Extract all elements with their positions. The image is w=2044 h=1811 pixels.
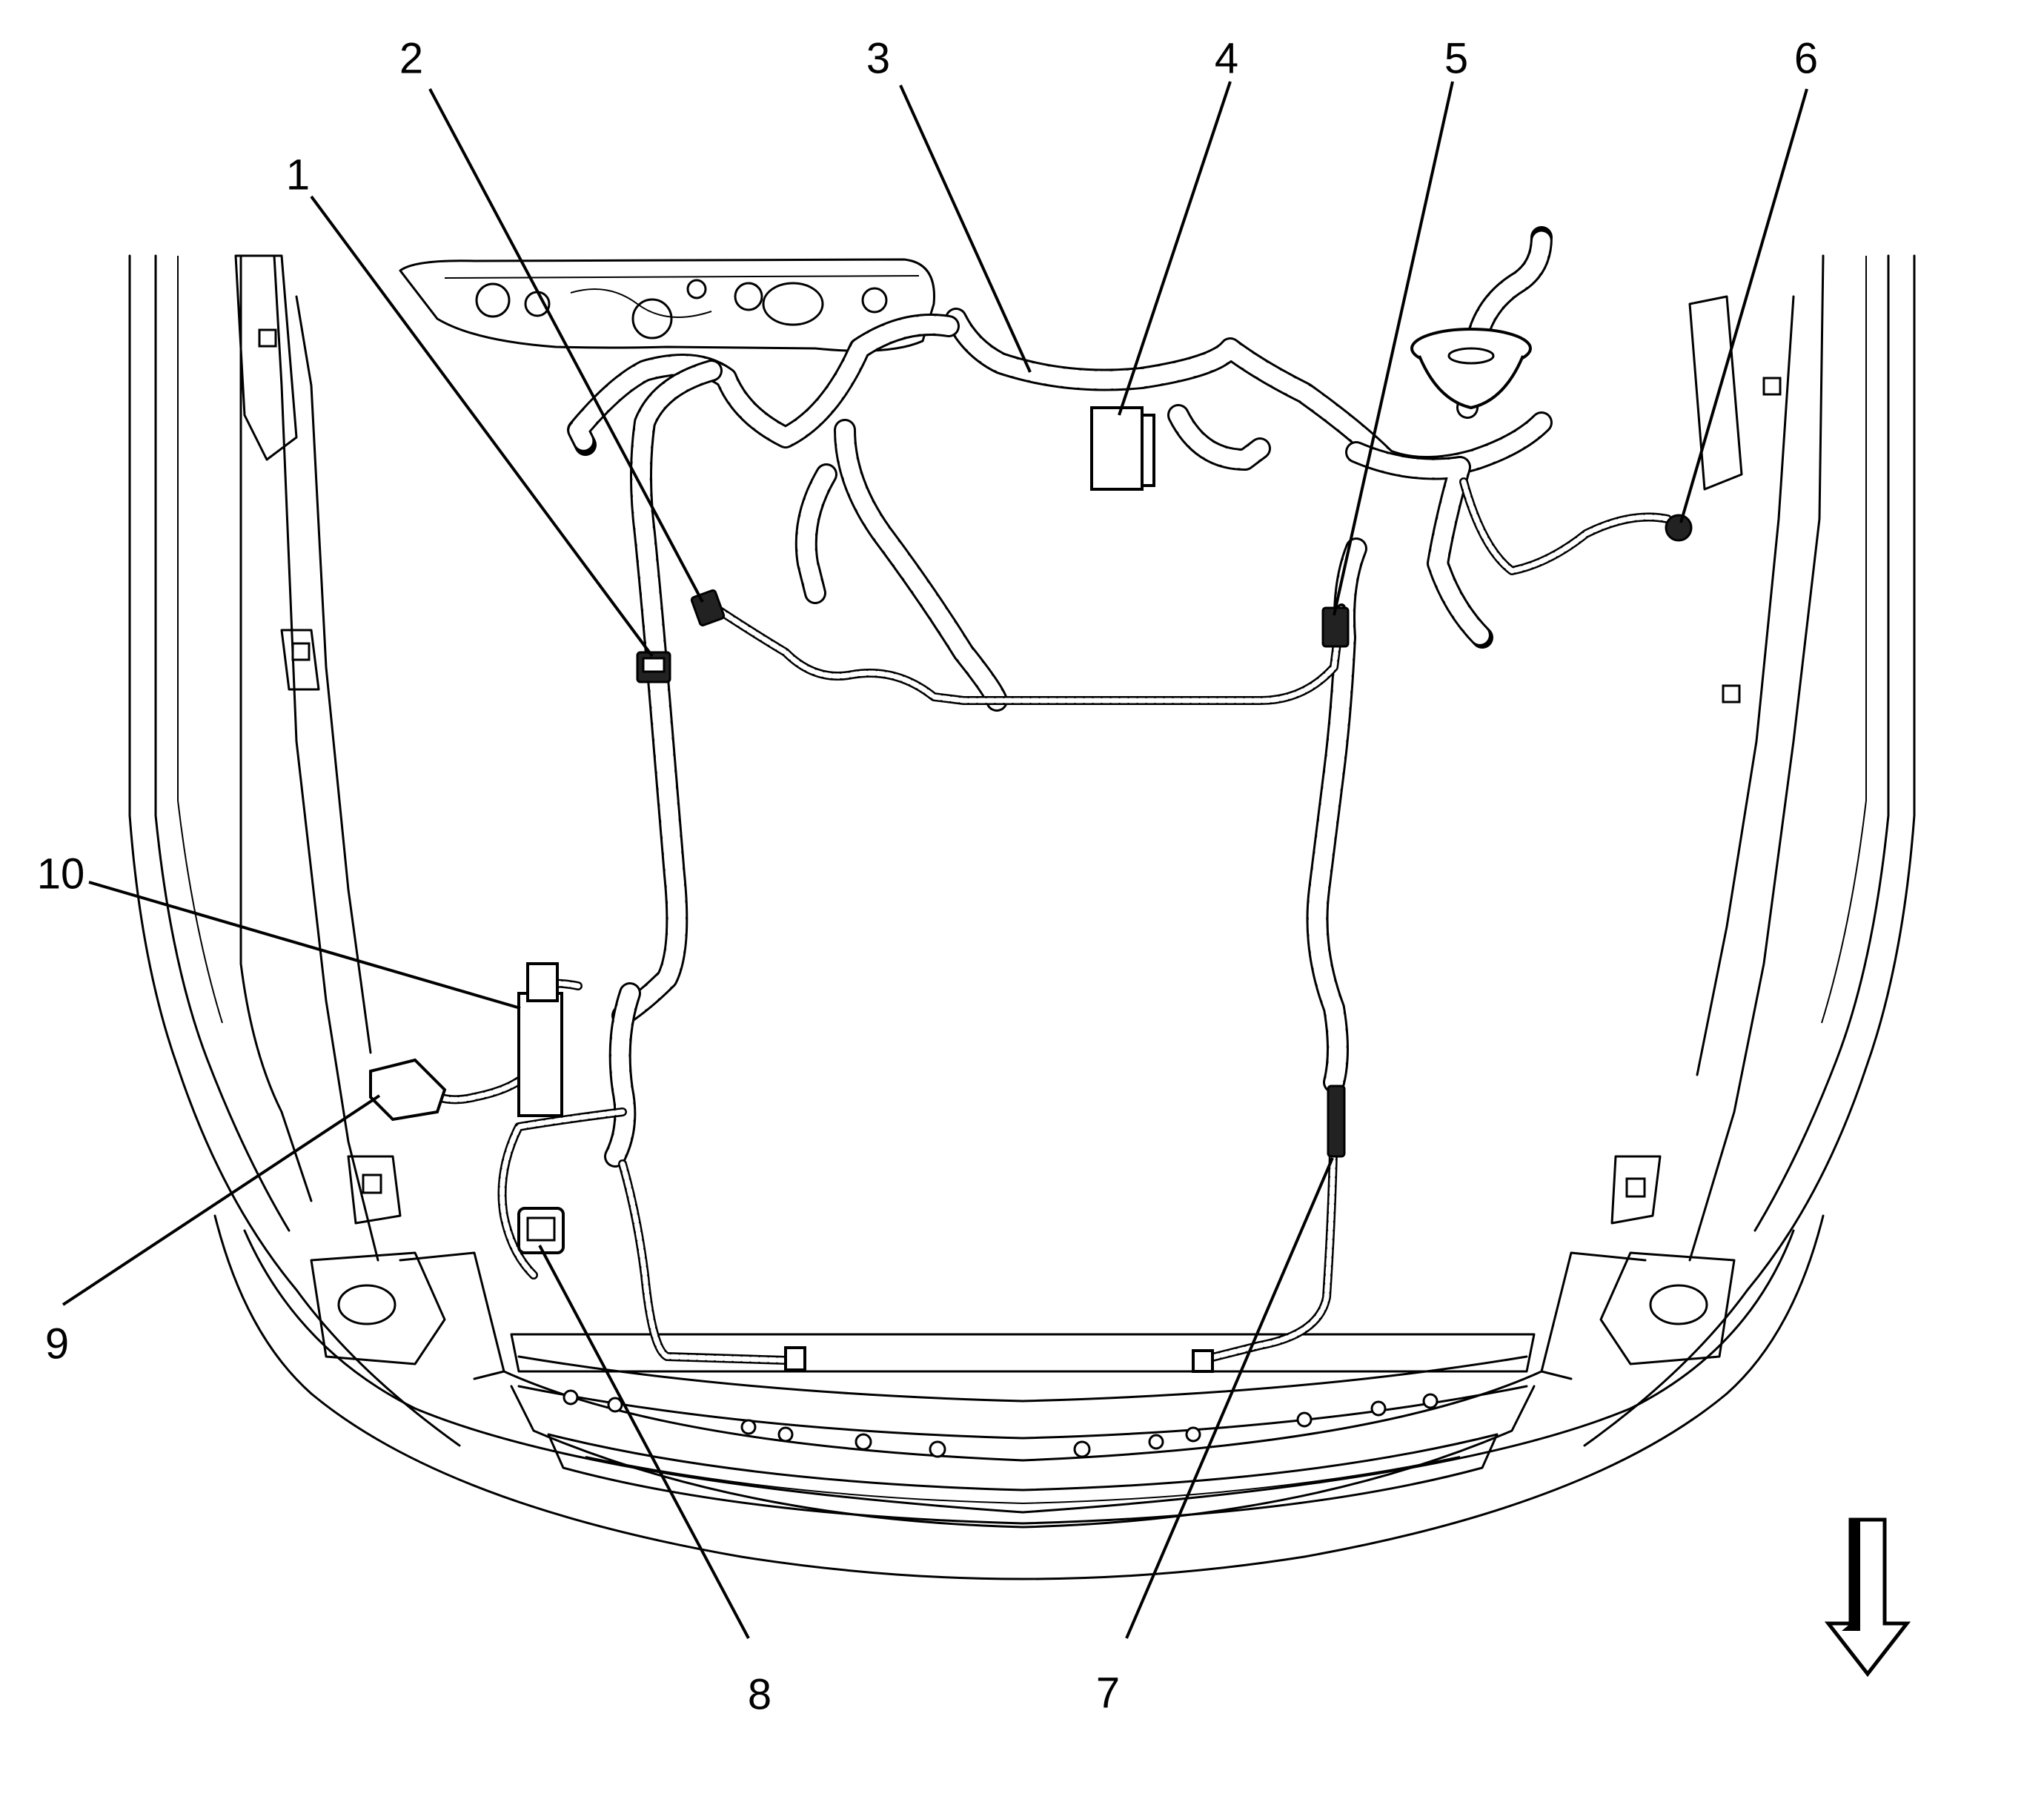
callout-3: 3 <box>866 34 890 82</box>
callout-10: 10 <box>37 850 85 898</box>
cowl-panel <box>399 258 935 352</box>
callout-5: 5 <box>1444 34 1468 82</box>
callout-8: 8 <box>748 1670 772 1718</box>
components <box>369 406 1693 1373</box>
callout-2: 2 <box>399 34 423 82</box>
vehicle-front-body <box>128 254 1916 1580</box>
leader-lines <box>62 81 1808 1639</box>
callout-7: 7 <box>1096 1669 1120 1717</box>
callout-9: 9 <box>45 1320 69 1368</box>
callout-4: 4 <box>1215 34 1238 82</box>
thin-wires <box>418 477 1672 1365</box>
callout-6: 6 <box>1794 34 1818 82</box>
tie-bar-bolts <box>563 1389 1439 1458</box>
callout-1: 1 <box>286 150 310 199</box>
callout-labels: 1 2 3 4 5 6 7 8 9 10 <box>37 34 1818 1718</box>
firewall-grommet <box>1410 328 1532 410</box>
arrow-down-outline-icon <box>1824 1517 1911 1678</box>
